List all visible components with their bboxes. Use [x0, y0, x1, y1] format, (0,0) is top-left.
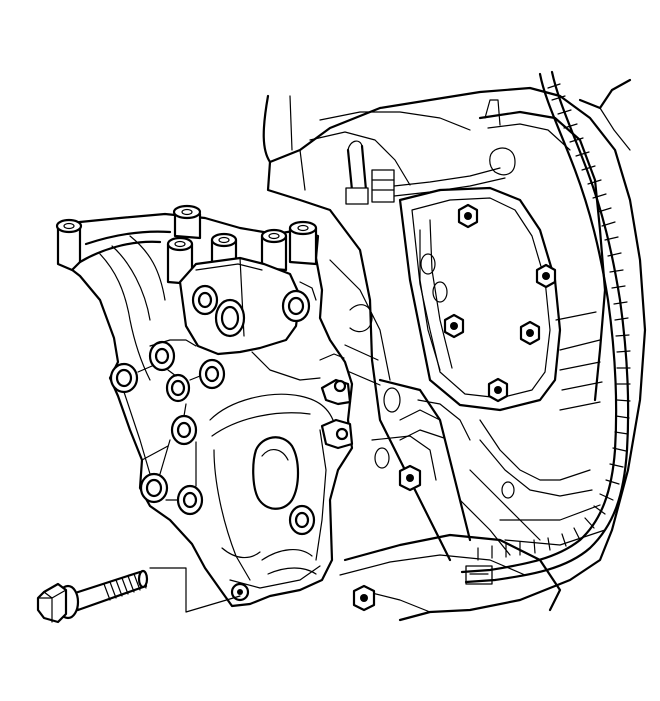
bracket-nuts	[352, 203, 557, 612]
accessory-bracket	[55, 204, 354, 608]
leader-line	[149, 567, 241, 613]
wiring-harness	[460, 70, 632, 584]
bracket-bolt	[36, 569, 149, 624]
engine-block	[262, 86, 647, 622]
